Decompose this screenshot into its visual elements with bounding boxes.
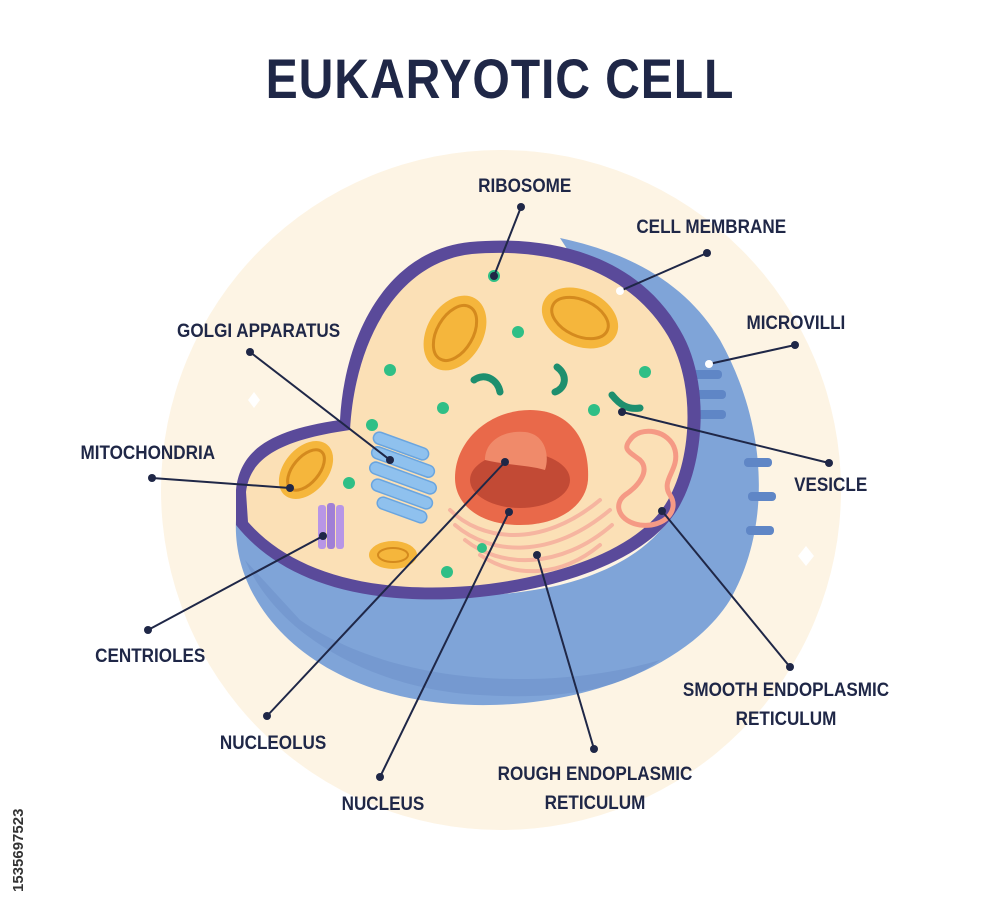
label-nucleolus: NUCLEOLUS — [219, 733, 327, 754]
label-vesicle: VESICLE — [794, 475, 868, 496]
sparkle-icon — [248, 392, 260, 408]
label-golgi-apparatus: GOLGI APPARATUS — [177, 321, 341, 342]
nucleolus-shape — [485, 431, 547, 470]
smooth-er-shape — [616, 428, 679, 528]
leader-lines — [147, 206, 830, 778]
label-ribosome: RIBOSOME — [478, 176, 572, 197]
label-rough-er-line2: RETICULUM — [544, 793, 646, 814]
centriole-shape — [318, 503, 344, 549]
golgi-shape — [368, 431, 438, 524]
label-cell-membrane: CELL MEMBRANE — [636, 217, 787, 238]
label-smooth-er-line2: RETICULUM — [735, 709, 837, 730]
vesicle-shapes — [470, 363, 644, 412]
label-smooth-er-line1: SMOOTH ENDOPLASMIC — [682, 680, 890, 701]
label-nucleus: NUCLEUS — [341, 794, 425, 815]
label-rough-er: ROUGH ENDOPLASMIC RETICULUM — [493, 760, 696, 818]
mitochondria-group — [278, 287, 619, 569]
watermark-id: 1535697523 — [6, 664, 36, 894]
page-title: EUKARYOTIC CELL — [265, 47, 735, 110]
label-centrioles: CENTRIOLES — [95, 646, 206, 667]
label-microvilli: MICROVILLI — [746, 313, 846, 334]
label-smooth-er: SMOOTH ENDOPLASMIC RETICULUM — [680, 676, 892, 734]
leader-dots — [144, 203, 833, 781]
watermark-id-text: 1535697523 — [10, 808, 27, 892]
label-mitochondria: MITOCHONDRIA — [80, 443, 216, 464]
label-rough-er-line1: ROUGH ENDOPLASMIC — [497, 764, 693, 785]
sparkle-icon — [798, 546, 814, 566]
